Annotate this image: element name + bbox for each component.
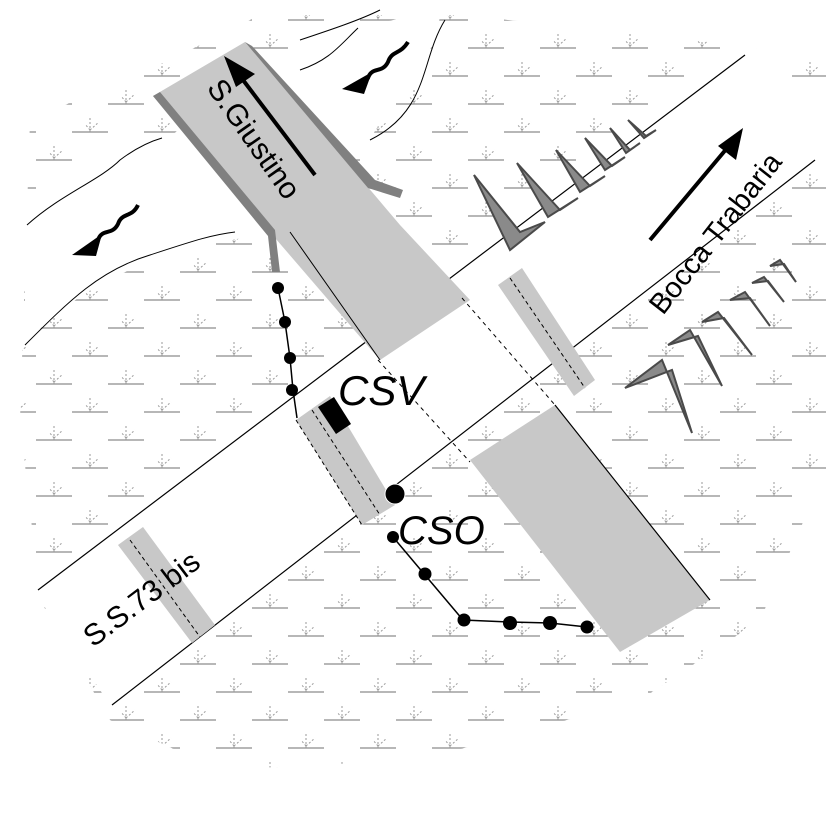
culvert-strip-csv: [296, 396, 395, 525]
label-csv: CSV: [338, 367, 428, 414]
wavy-flow-arrow-icon: [342, 40, 410, 94]
wavy-flow-arrow-icon: [72, 204, 140, 256]
sensor-marker: [457, 613, 471, 627]
sensor-marker: [580, 620, 594, 634]
river-bank-north: [26, 137, 163, 226]
sensor-marker: [503, 616, 517, 630]
embankment-hachure-icon: [624, 258, 797, 434]
road-edge-south: [111, 159, 816, 706]
label-cso: CSO: [398, 509, 485, 553]
sensor-marker: [387, 531, 399, 543]
culvert-strip-west: [118, 527, 215, 643]
embankment-rail-west: [153, 92, 280, 272]
river-bank-south: [24, 231, 236, 346]
sensor-marker: [418, 567, 432, 581]
csv-marker: [318, 397, 351, 434]
embankment-rail-east: [245, 42, 403, 198]
sensor-path-north: [272, 282, 298, 419]
sensor-marker: [284, 352, 296, 364]
road-s-giustino: [153, 42, 711, 652]
cso-marker: [384, 483, 406, 505]
direction-arrow-icon: [648, 128, 743, 242]
sensor-marker: [543, 616, 557, 630]
sensor-path-south: [387, 531, 594, 634]
sensor-marker: [279, 316, 291, 328]
embankment-hachure-icon: [473, 119, 657, 252]
sensor-marker: [286, 384, 298, 396]
direction-arrow-icon: [224, 56, 317, 177]
sensor-marker: [272, 282, 284, 294]
road-ss73bis: [30, 55, 826, 705]
